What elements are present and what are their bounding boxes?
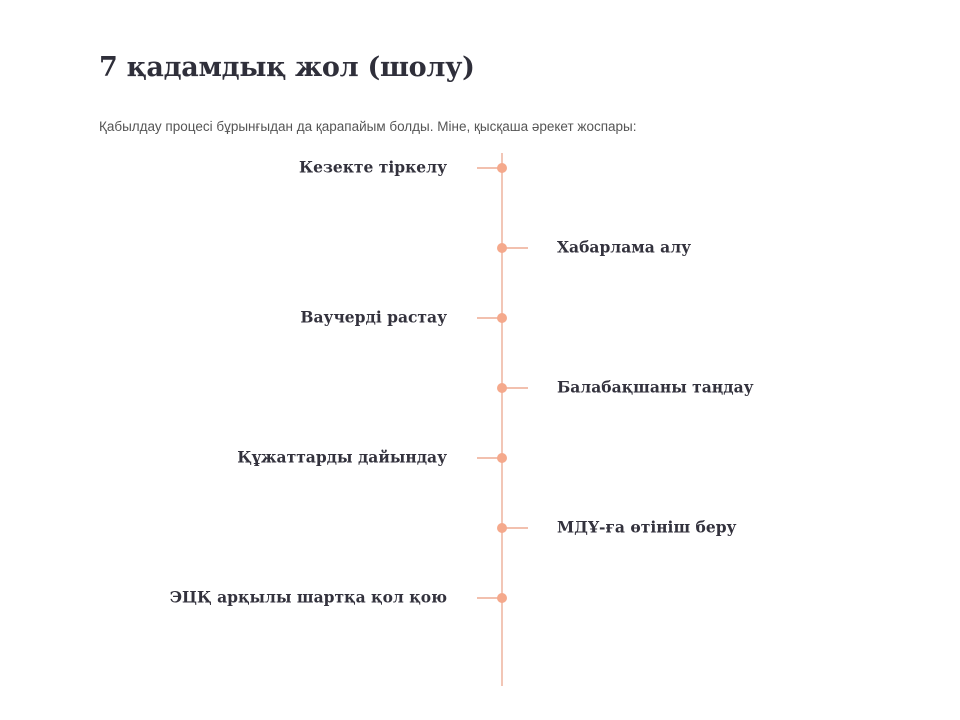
step-connector xyxy=(477,317,503,319)
step-dot-icon xyxy=(497,383,507,393)
step-dot-icon xyxy=(497,243,507,253)
step-label: Балабақшаны таңдау xyxy=(557,377,754,397)
step-connector xyxy=(502,247,528,249)
step-connector xyxy=(477,167,503,169)
step-label: МДҰ-ға өтініш беру xyxy=(557,517,737,537)
timeline-line xyxy=(501,153,503,686)
step-dot-icon xyxy=(497,453,507,463)
step-label: Ваучерді растау xyxy=(300,307,447,327)
step-dot-icon xyxy=(497,593,507,603)
step-dot-icon xyxy=(497,313,507,323)
step-label: ЭЦҚ арқылы шартқа қол қою xyxy=(169,587,447,607)
step-label: Құжаттарды дайындау xyxy=(237,447,447,467)
step-connector xyxy=(477,597,503,599)
page-title: 7 қадамдық жол (шолу) xyxy=(99,52,475,83)
step-connector xyxy=(477,457,503,459)
step-connector xyxy=(502,387,528,389)
step-label: Кезекте тіркелу xyxy=(298,157,447,177)
step-dot-icon xyxy=(497,163,507,173)
step-dot-icon xyxy=(497,523,507,533)
step-connector xyxy=(502,527,528,529)
page-subtitle: Қабылдау процесі бұрынғыдан да қарапайым… xyxy=(99,119,637,134)
step-label: Хабарлама алу xyxy=(557,237,692,257)
